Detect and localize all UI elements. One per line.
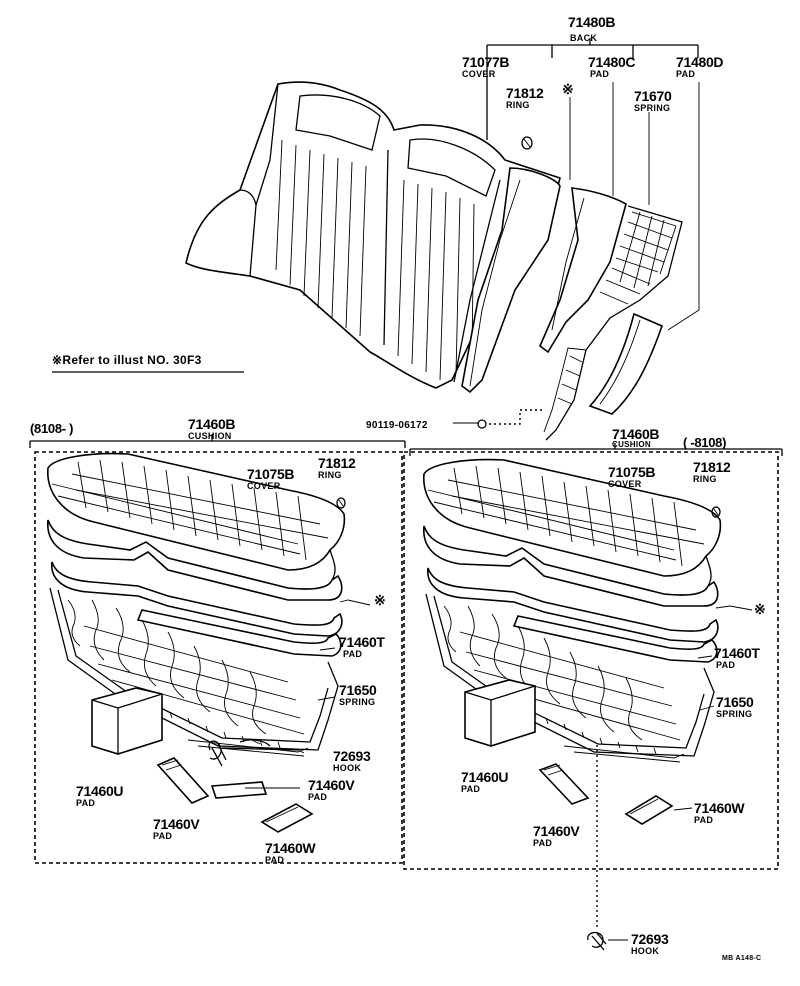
right-pad-u-no: 71460U	[461, 769, 508, 785]
back-star-icon: ※	[562, 81, 573, 97]
seat-back-spring	[543, 205, 683, 441]
left-pad-u	[91, 687, 163, 755]
back-pad-d-name: PAD	[676, 69, 695, 79]
left-pad-u-no: 71460U	[76, 783, 123, 799]
left-cover-no: 71075B	[247, 466, 294, 482]
cushion-right-group: ( -8108) 71460B CUSHION 71075B COVER 718…	[422, 426, 766, 848]
right-pad-u-name: PAD	[461, 784, 480, 794]
back-ring-no: 71812	[506, 85, 544, 101]
back-spring-name: SPRING	[634, 103, 670, 113]
right-ring-name: RING	[693, 474, 717, 484]
left-cushion-no: 71460B	[188, 416, 235, 432]
right-cover-name: COVER	[608, 479, 642, 489]
left-cover-name: COVER	[247, 481, 281, 491]
left-pad-v2-name: PAD	[308, 792, 327, 802]
left-pad-t-no: 71460T	[339, 634, 385, 650]
right-pad-t-no: 71460T	[714, 645, 760, 661]
left-ring-name: RING	[318, 470, 342, 480]
left-pad-v-vertical	[156, 757, 210, 804]
left-pad-v-name: PAD	[153, 831, 172, 841]
right-pad-w-name: PAD	[694, 815, 713, 825]
left-pad-w-name: PAD	[265, 855, 284, 865]
seat-back-pad-c	[539, 187, 627, 354]
back-pad-c-name: PAD	[590, 69, 609, 79]
right-cushion-name: CUSHION	[612, 440, 651, 449]
left-ring-no: 71812	[318, 455, 356, 471]
bottom-hook-no: 72693	[631, 931, 669, 947]
bottom-hook-name: HOOK	[631, 946, 659, 956]
cushion-group-frames	[29, 434, 783, 870]
left-pad-v-no: 71460V	[153, 816, 200, 832]
seat-back-cover	[185, 81, 561, 389]
left-hook	[208, 739, 299, 767]
right-pad-t-name: PAD	[716, 660, 735, 670]
right-pad-v-no: 71460V	[533, 823, 580, 839]
back-ring-name: RING	[506, 100, 530, 110]
right-ring	[711, 506, 721, 518]
left-pad-u-name: PAD	[76, 798, 95, 808]
diagram-code: MB A148-C	[722, 955, 761, 962]
bolt-part	[453, 409, 545, 429]
seat-back-group: 71480B BACK 71077B COVER 71812 RING ※ 71…	[185, 14, 724, 441]
right-pad-w	[624, 795, 674, 825]
left-pad-w	[260, 803, 314, 833]
back-pad-c-no: 71480C	[588, 54, 635, 70]
cushion-left-group: (8108- ) 71460B CUSHION 71075B COVER 718…	[30, 416, 386, 865]
right-cushion-no: 71460B	[612, 426, 659, 442]
right-pad-w-no: 71460W	[694, 800, 745, 816]
left-spring-name: SPRING	[339, 697, 375, 707]
left-cushion-name: CUSHION	[188, 431, 232, 441]
back-cover-name: COVER	[462, 69, 496, 79]
right-pad-v	[538, 763, 590, 805]
right-star-icon: ※	[754, 601, 765, 617]
back-ring	[521, 136, 533, 150]
bottom-hook	[587, 931, 607, 951]
seat-back-pad-d	[588, 312, 664, 415]
back-pad-d-no: 71480D	[676, 54, 723, 70]
back-cover-no: 71077B	[462, 54, 509, 70]
back-assembly-no: 71480B	[568, 14, 615, 30]
reference-note: ※Refer to illust NO. 30F3	[52, 353, 202, 367]
left-hook-name: HOOK	[333, 763, 361, 773]
left-spring-no: 71650	[339, 682, 377, 698]
left-range: (8108- )	[30, 421, 73, 436]
bolt-part-no: 90119-06172	[366, 420, 428, 431]
right-pad-v-name: PAD	[533, 838, 552, 848]
right-spring-name: SPRING	[716, 709, 752, 719]
bottom-hook-group: 72693 HOOK	[587, 745, 669, 956]
back-assembly-name: BACK	[570, 33, 597, 43]
right-cover-no: 71075B	[608, 464, 655, 480]
right-pad-u	[464, 679, 536, 747]
left-star-icon: ※	[374, 592, 385, 608]
left-pad-w-no: 71460W	[265, 840, 316, 856]
left-pad-v-flat	[210, 781, 268, 799]
seat-back-pad	[461, 167, 561, 394]
left-pad-v2-no: 71460V	[308, 777, 355, 793]
right-spring-no: 71650	[716, 694, 754, 710]
right-ring-no: 71812	[693, 459, 731, 475]
left-ring	[336, 497, 346, 509]
left-hook-no: 72693	[333, 748, 371, 764]
left-pad-t-name: PAD	[343, 649, 362, 659]
back-spring-no: 71670	[634, 88, 672, 104]
right-range: ( -8108)	[683, 435, 726, 450]
